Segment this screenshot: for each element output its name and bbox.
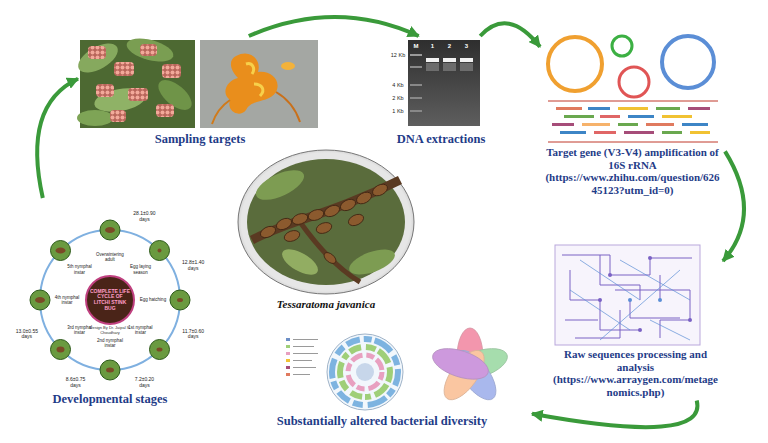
flow-arrow (532, 401, 697, 428)
gut-sample-photo (200, 40, 318, 128)
credit-note: Design By Dr. Jaipal S. Choudhary (87, 326, 133, 335)
amplicon-graphic (548, 36, 718, 142)
stage-name: Egg hatching (137, 297, 169, 302)
diversity-charts (286, 328, 511, 410)
stage-name: 2nd nymphal instar (94, 338, 126, 348)
size-marker: 12 Kb (389, 52, 407, 58)
node-caption: Sampling targets (82, 132, 318, 146)
cycle-title: COMPLETE LIFE CYCLE OF LITCHI STINK BUG (90, 289, 130, 312)
stage-name: Overwintering adult (94, 252, 126, 262)
gel-lane-label: M (411, 43, 421, 50)
stage-name: 3rd nymphal instar (64, 325, 96, 335)
node-caption: Developmental stages (9, 392, 211, 406)
diversity-panel: Substantially altered bacterial diversit… (232, 320, 532, 430)
size-marker: 1 Kb (389, 108, 407, 114)
node-caption: Substantially altered bacterial diversit… (236, 414, 528, 428)
stage-duration: 13.0±0.55 days (13, 329, 41, 341)
node-caption: Tessaratoma javanica (242, 298, 410, 311)
stink-bug-photo (238, 150, 414, 294)
flow-arrow (37, 79, 78, 198)
size-marker: 2 Kb (389, 95, 407, 101)
gel-lane-label: 3 (462, 43, 472, 50)
life-cycle-wheel (30, 220, 190, 380)
egg-mass-photo (73, 34, 196, 128)
stage-name: 4th nymphal instar (51, 295, 83, 305)
flow-arrow (480, 23, 540, 47)
node-caption: DNA extractions (389, 132, 493, 146)
node-caption: Raw sequences processing and analysis (h… (552, 348, 719, 399)
gel-lane-label: 1 (428, 43, 438, 50)
pathway-map (555, 245, 700, 345)
gel-lane-label: 2 (445, 43, 455, 50)
stage-duration: 12.8±1.40 days (179, 260, 207, 272)
stage-name: Egg laying season (124, 264, 156, 274)
node-caption: Target gene (V3-V4) amplification of 16S… (544, 146, 721, 197)
stage-name: 1st nymphal instar (124, 325, 156, 335)
stage-duration: 8.6±0.75 days (62, 377, 90, 389)
sampling-panel: Sampling targets (78, 36, 322, 148)
species-photo-panel: Tessaratoma javanica (238, 150, 414, 313)
stage-duration: 11.7±0.60 days (179, 329, 207, 341)
stage-duration: 7.2±0.20 days (130, 377, 158, 389)
size-marker: 4 Kb (389, 82, 407, 88)
flow-arrow (723, 151, 744, 261)
stage-duration: 28.1±0.90 days (130, 211, 158, 223)
dna-gel (408, 40, 480, 126)
analysis-panel: Raw sequences processing and analysis (h… (548, 242, 723, 401)
amplification-panel: Target gene (V3-V4) amplification of 16S… (540, 30, 725, 199)
stage-name: 5th nymphal instar (64, 264, 96, 274)
flow-arrow (249, 17, 419, 36)
